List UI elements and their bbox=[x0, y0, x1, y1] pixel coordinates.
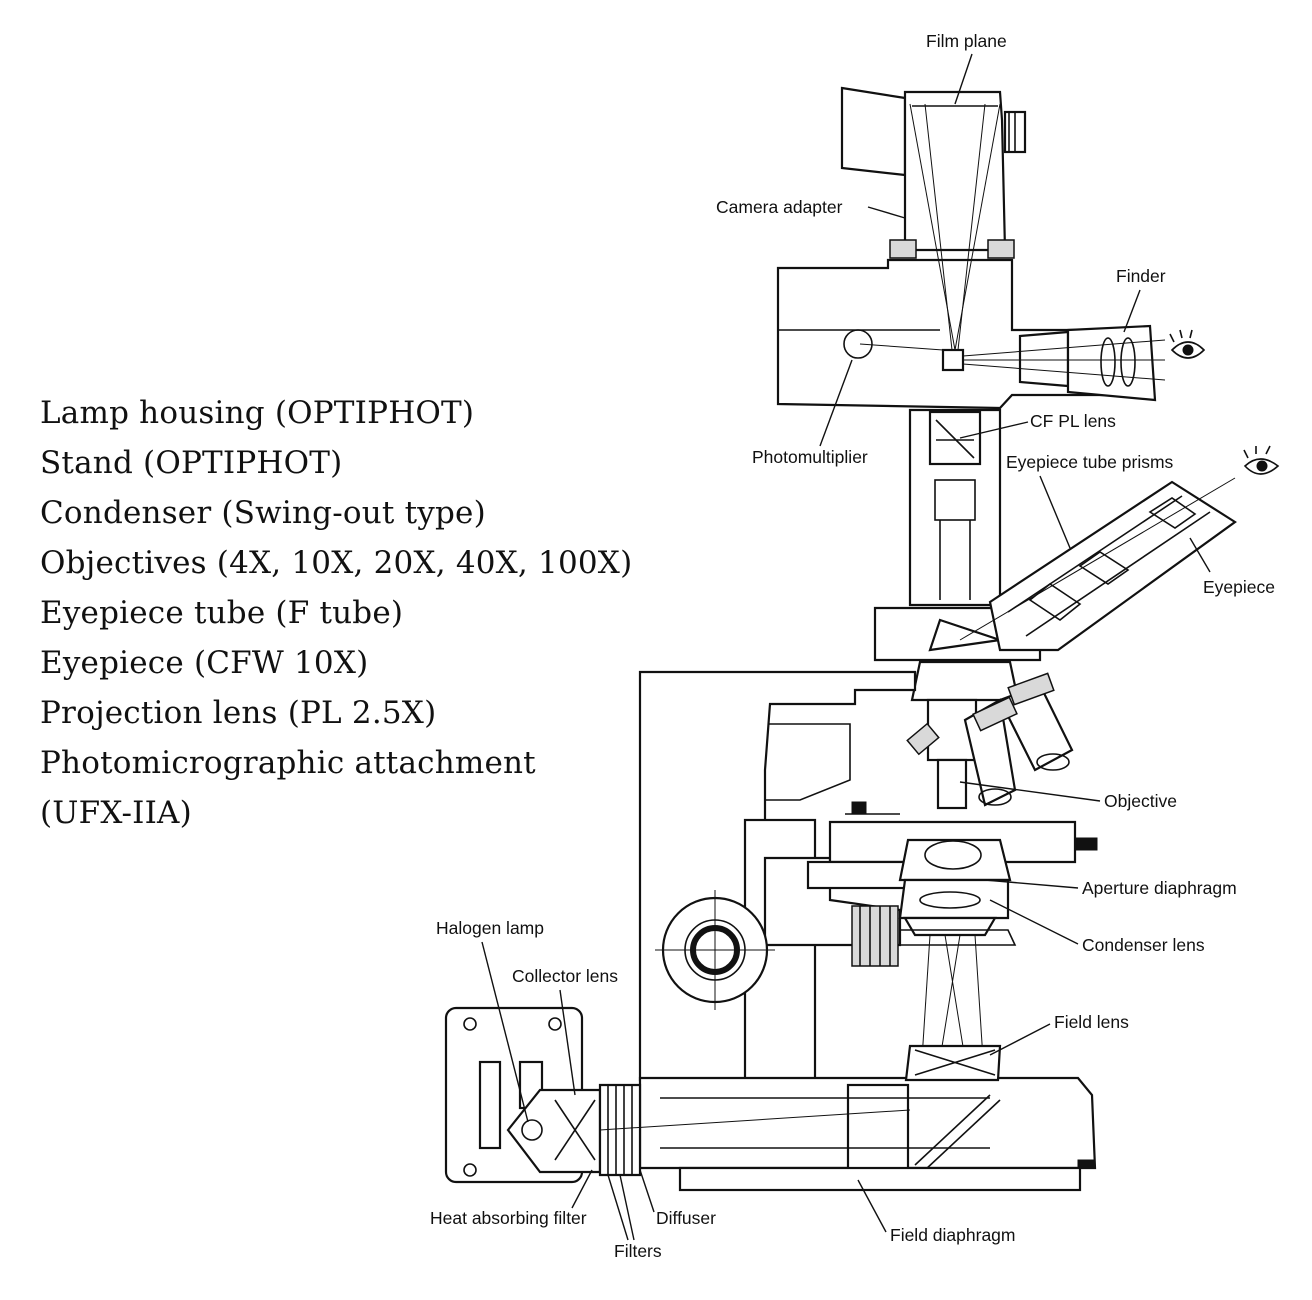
eye-icon bbox=[1169, 329, 1206, 359]
eye-icon bbox=[1243, 445, 1280, 475]
label-objective: Objective bbox=[1104, 791, 1177, 811]
label-collector-lens: Collector lens bbox=[512, 966, 618, 986]
spec-lamp-housing: Lamp housing (OPTIPHOT) bbox=[40, 395, 475, 431]
label-camera-adapter: Camera adapter bbox=[716, 197, 843, 217]
label-photomultiplier: Photomultiplier bbox=[752, 447, 868, 467]
spec-photomicrographic-attachment: Photomicrographic attachment bbox=[40, 745, 536, 781]
label-diffuser: Diffuser bbox=[656, 1208, 716, 1228]
camera-light-path bbox=[909, 103, 1166, 381]
spec-eyepiece-tube: Eyepiece tube (F tube) bbox=[40, 595, 404, 631]
spec-objectives: Objectives (4X, 10X, 20X, 40X, 100X) bbox=[40, 545, 633, 581]
label-field-lens: Field lens bbox=[1054, 1012, 1129, 1032]
label-aperture-diaphragm: Aperture diaphragm bbox=[1082, 878, 1237, 898]
base-drawing bbox=[638, 1044, 1097, 1192]
stage-condenser-drawing bbox=[806, 801, 1098, 1091]
spec-projection-lens: Projection lens (PL 2.5X) bbox=[40, 695, 437, 731]
label-field-diaphragm: Field diaphragm bbox=[890, 1225, 1015, 1245]
stand-drawing bbox=[638, 670, 917, 1082]
microscope-head-drawing bbox=[873, 408, 1237, 662]
label-heat-absorbing-filter: Heat absorbing filter bbox=[430, 1208, 587, 1228]
label-eyepiece: Eyepiece bbox=[1203, 577, 1275, 597]
label-finder: Finder bbox=[1116, 266, 1166, 286]
camera-adapter-drawing bbox=[776, 86, 1157, 410]
label-condenser-lens: Condenser lens bbox=[1082, 935, 1205, 955]
spec-eyepiece: Eyepiece (CFW 10X) bbox=[40, 645, 369, 681]
objective-turret-drawing bbox=[906, 660, 1074, 810]
spec-attachment-model: (UFX-IIA) bbox=[40, 795, 192, 831]
label-film-plane: Film plane bbox=[926, 31, 1007, 51]
label-halogen-lamp: Halogen lamp bbox=[436, 918, 544, 938]
label-cf-pl-lens: CF PL lens bbox=[1030, 411, 1116, 431]
specification-list: Lamp housing (OPTIPHOT) Stand (OPTIPHOT)… bbox=[40, 388, 632, 838]
spec-stand: Stand (OPTIPHOT) bbox=[40, 445, 343, 481]
spec-condenser: Condenser (Swing-out type) bbox=[40, 495, 486, 531]
lamp-housing-drawing bbox=[444, 1006, 911, 1184]
label-filters: Filters bbox=[614, 1241, 662, 1261]
label-eyepiece-tube-prisms: Eyepiece tube prisms bbox=[1006, 452, 1174, 472]
